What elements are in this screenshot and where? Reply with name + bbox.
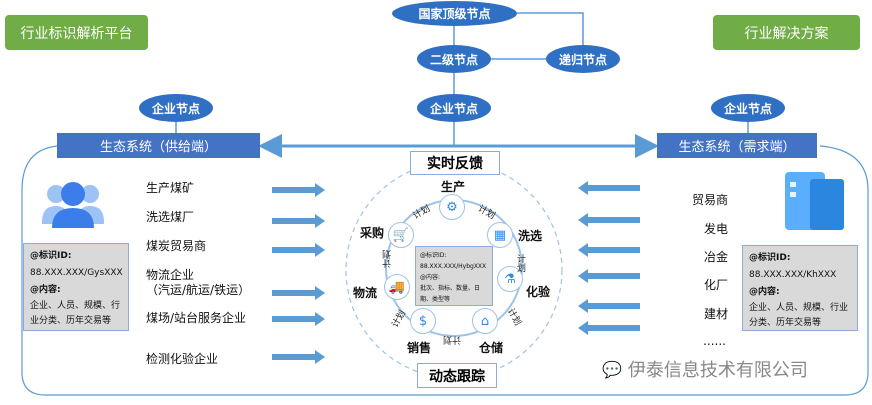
flow-arrow xyxy=(272,350,325,364)
supply-ecosystem-bar: 生态系统（供给端） xyxy=(57,133,260,158)
demand-item: 发电 xyxy=(703,222,728,236)
center-info-box: @标识ID: 88.XXX.XXX/HybgXXX @内容: 批次、指标、数量、… xyxy=(415,246,493,306)
flow-arrow xyxy=(578,299,640,313)
enterprise-node-supply: 企业节点 xyxy=(139,94,213,122)
id-value: 88.XXX.XXX/KhXXX xyxy=(749,270,837,280)
users-icon xyxy=(42,182,104,228)
watermark: 💬 伊泰信息技术有限公司 xyxy=(602,356,808,382)
node-produce: 生产 xyxy=(441,180,466,194)
supply-item: （汽运/航运/铁运） xyxy=(146,283,251,297)
content-label: @内容: xyxy=(420,274,441,281)
supply-item: 检测化验企业 xyxy=(146,352,219,366)
enterprise-node-center: 企业节点 xyxy=(417,94,491,122)
content-value: 企业、人员、规模、行业分类、历年交易等 xyxy=(30,301,121,326)
platform-label: 行业标识解析平台 xyxy=(5,15,148,50)
node-sell: 销售 xyxy=(407,341,432,355)
content-value: 批次、指标、数量、日期、类型等 xyxy=(420,285,481,303)
flow-arrow xyxy=(272,214,325,228)
supply-item: 生产煤矿 xyxy=(146,181,195,195)
flow-arrow xyxy=(578,243,640,257)
dynamic-tracking-label: 动态跟踪 xyxy=(417,363,497,388)
demand-item: 冶金 xyxy=(703,250,728,264)
watermark-text: 伊泰信息技术有限公司 xyxy=(627,360,808,381)
content-value: 企业、人员、规模、行业分类、历年交易等 xyxy=(749,303,849,328)
gear-icon: ⚙ xyxy=(439,194,465,220)
node-store: 仓储 xyxy=(479,341,504,355)
truck-icon: 🚚 xyxy=(384,274,410,300)
demand-item: 化厂 xyxy=(703,278,728,292)
supply-item: 煤炭贸易商 xyxy=(146,239,207,253)
demand-item: 建材 xyxy=(703,307,728,321)
flow-arrow xyxy=(578,269,640,283)
plan-label: 计划 xyxy=(515,254,525,272)
id-value: 88.XXX.XXX/GysXXX xyxy=(30,268,123,278)
factory-icon: ▦ xyxy=(487,222,513,248)
dollar-icon: $ xyxy=(410,308,436,334)
flow-arrow xyxy=(272,286,325,300)
database-icon xyxy=(785,172,844,230)
flow-arrow xyxy=(578,321,640,335)
demand-ecosystem-bar: 生态系统（需求端） xyxy=(657,133,817,158)
flow-arrow xyxy=(578,181,640,195)
demand-item: ...... xyxy=(703,334,726,348)
flask-icon: ⚗ xyxy=(497,266,523,292)
id-label: @标识ID: xyxy=(749,253,791,263)
national-node: 国家顶级节点 xyxy=(392,1,517,26)
supply-item: 物流企业 xyxy=(146,268,195,282)
node-purchase: 采购 xyxy=(360,226,385,240)
id-label: @标识ID: xyxy=(30,251,72,261)
plan-label: 计划 xyxy=(383,250,393,268)
id-value: 88.XXX.XXX/HybgXXX xyxy=(420,263,487,270)
flow-arrow xyxy=(578,213,640,227)
realtime-feedback-label: 实时反馈 xyxy=(410,151,500,175)
supply-item: 洗选煤厂 xyxy=(146,210,195,224)
demand-item: 贸易商 xyxy=(691,193,728,207)
flow-arrow xyxy=(272,243,325,257)
wechat-icon: 💬 xyxy=(602,359,622,379)
demand-info-box: @标识ID: 88.XXX.XXX/KhXXX @内容: 企业、人员、规模、行业… xyxy=(742,245,858,331)
secondary-node: 二级节点 xyxy=(417,45,491,73)
recursive-node: 递归节点 xyxy=(546,45,620,73)
plan-label: 计划 xyxy=(443,334,462,344)
flow-arrow xyxy=(272,312,325,326)
id-label: @标识ID: xyxy=(420,252,447,259)
warehouse-icon: ⌂ xyxy=(472,308,498,334)
cart-icon: 🛒 xyxy=(388,222,414,248)
flow-arrow xyxy=(272,183,325,197)
content-label: @内容: xyxy=(749,287,780,297)
enterprise-node-demand: 企业节点 xyxy=(711,94,785,122)
solution-label: 行业解决方案 xyxy=(713,15,860,50)
supply-info-box: @标识ID: 88.XXX.XXX/GysXXX @内容: 企业、人员、规模、行… xyxy=(23,243,129,331)
supply-item: 煤场/站台服务企业 xyxy=(146,311,247,325)
node-wash: 洗选 xyxy=(518,229,543,243)
content-label: @内容: xyxy=(30,285,61,295)
node-test: 化验 xyxy=(526,285,551,299)
node-logistics: 物流 xyxy=(353,286,378,300)
